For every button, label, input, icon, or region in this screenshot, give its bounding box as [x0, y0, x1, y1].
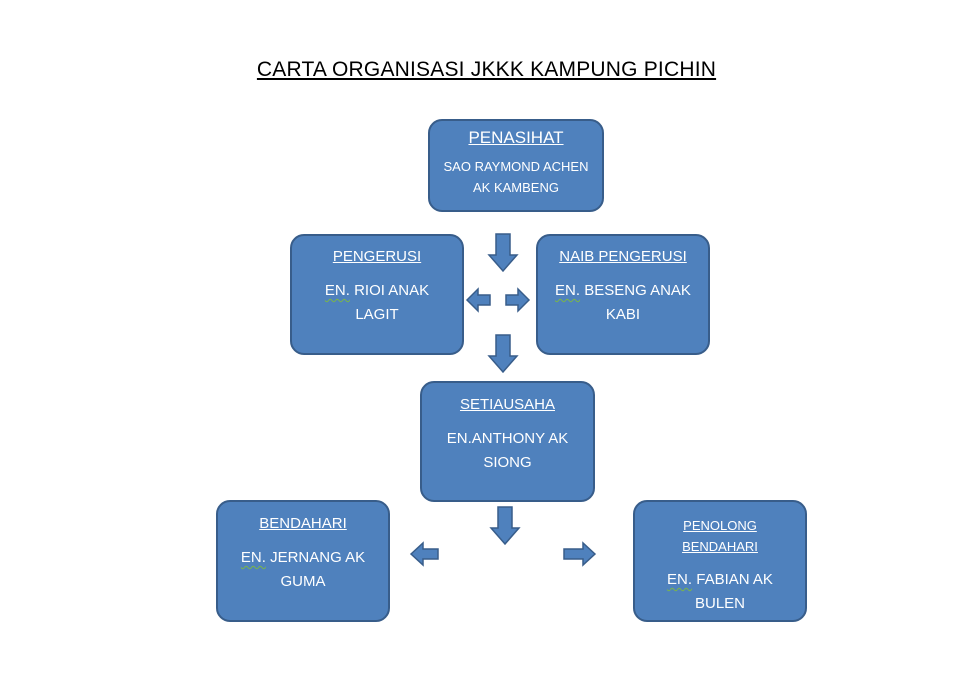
node-role: BENDAHARI: [259, 515, 347, 532]
node-penasihat: PENASIHAT SAO RAYMOND ACHEN AK KAMBENG: [428, 119, 604, 212]
node-role-line: BENDAHARI: [682, 539, 758, 554]
node-bendahari: BENDAHARI EN. JERNANG AK GUMA: [216, 500, 390, 622]
arrow-down-icon: [487, 334, 519, 374]
node-name-line: LAGIT: [355, 306, 399, 323]
node-name-line: BULEN: [694, 595, 746, 612]
node-role: PENGERUSI: [332, 248, 422, 265]
node-name: SAO RAYMOND ACHEN AK KAMBENG: [430, 156, 602, 198]
node-name: EN.ANTHONY AK SIONG: [422, 427, 593, 475]
arrow-down-icon: [487, 233, 519, 273]
node-name-line: BESENG ANAK: [580, 282, 691, 299]
node-role: SETIAUSAHA: [459, 396, 556, 413]
node-naib-pengerusi: NAIB PENGERUSI EN. BESENG ANAK KABI: [536, 234, 710, 355]
node-role: PENASIHAT: [468, 128, 564, 147]
node-name-line: KABI: [605, 306, 641, 323]
node-name: EN. RIOI ANAK LAGIT: [292, 279, 462, 327]
node-setiausaha: SETIAUSAHA EN.ANTHONY AK SIONG: [420, 381, 595, 502]
node-penolong-bendahari: PENOLONG BENDAHARI EN. FABIAN AK BULEN: [633, 500, 807, 622]
arrow-right-icon: [505, 287, 531, 313]
arrow-left-icon: [409, 541, 439, 567]
node-name: EN. FABIAN AK BULEN: [635, 568, 805, 616]
node-name-line: FABIAN AK: [692, 571, 773, 588]
node-name-line: SIONG: [483, 454, 532, 471]
chart-title: CARTA ORGANISASI JKKK KAMPUNG PICHIN: [256, 58, 717, 81]
arrow-right-icon: [563, 541, 597, 567]
node-name: EN. JERNANG AK GUMA: [218, 546, 388, 594]
node-name-line: SAO RAYMOND ACHEN: [443, 159, 589, 174]
node-name-line: JERNANG AK: [265, 549, 366, 566]
node-name-prefix: EN.: [240, 549, 266, 566]
node-name-line: RIOI ANAK: [349, 282, 430, 299]
node-role-line: PENOLONG: [683, 518, 757, 533]
arrow-down-icon: [489, 506, 521, 546]
arrow-left-icon: [465, 287, 491, 313]
node-name-prefix: EN.: [667, 571, 693, 588]
node-name: EN. BESENG ANAK KABI: [538, 279, 708, 327]
node-name-line: GUMA: [280, 573, 326, 590]
node-name-line: EN.ANTHONY AK: [446, 430, 569, 447]
node-name-prefix: EN.: [324, 282, 350, 299]
node-pengerusi: PENGERUSI EN. RIOI ANAK LAGIT: [290, 234, 464, 355]
node-role: NAIB PENGERUSI: [559, 248, 687, 265]
node-role: PENOLONG BENDAHARI: [635, 515, 805, 557]
node-name-line: AK KAMBENG: [473, 180, 559, 195]
node-name-prefix: EN.: [555, 282, 581, 299]
